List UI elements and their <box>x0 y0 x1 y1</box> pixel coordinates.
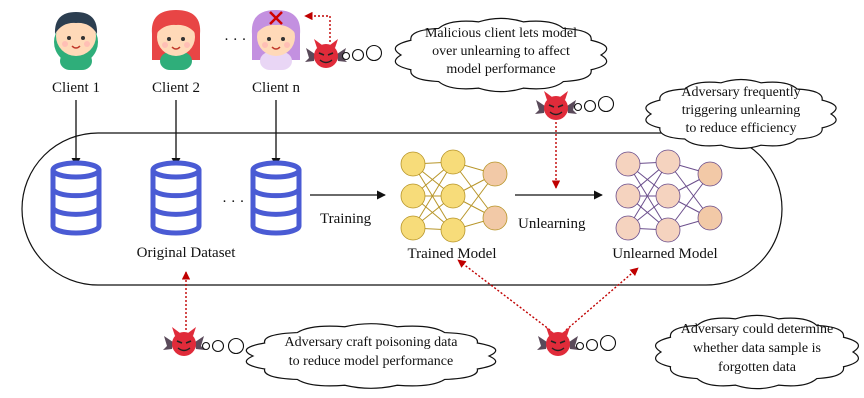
client-n-label: Client n <box>252 80 300 96</box>
dataset-n-database-icon <box>250 160 302 236</box>
original-dataset-label: Original Dataset <box>137 245 237 261</box>
system-boundary <box>21 132 783 286</box>
training-label: Training <box>320 211 372 227</box>
original-datasets <box>50 160 302 236</box>
client-n-compromised-avatar-icon <box>251 10 301 70</box>
svg-text:Adversary craft poisoning data: Adversary craft poisoning data <box>285 335 459 350</box>
svg-text:Adversary could determine: Adversary could determine <box>681 322 833 337</box>
network-node <box>400 183 426 209</box>
compromised-x-icon <box>269 11 283 25</box>
svg-text:to reduce model performance: to reduce model performance <box>289 354 453 369</box>
membership-thought-tail <box>575 334 617 352</box>
datasets-ellipsis: · · · <box>222 194 245 210</box>
poisoning-thought-tail <box>201 337 245 355</box>
svg-text:model performance: model performance <box>446 62 555 77</box>
frequent-unlearning-thought-bubble <box>645 78 837 150</box>
network-node <box>482 205 508 231</box>
svg-text:to reduce efficiency: to reduce efficiency <box>686 121 797 136</box>
svg-text:forgotten data: forgotten data <box>718 360 797 375</box>
malicious-client-thought-text: Malicious client lets model over unlearn… <box>425 26 577 77</box>
dataset-1-database-icon <box>50 160 102 236</box>
network-node <box>697 205 723 231</box>
unlearning-label: Unlearning <box>518 216 586 232</box>
network-node <box>655 217 681 243</box>
svg-text:over unlearning to affect: over unlearning to affect <box>432 44 570 59</box>
frequent-unlearning-thought-tail <box>573 95 615 113</box>
network-node <box>440 149 466 175</box>
client-1-label: Client 1 <box>52 80 100 96</box>
unlearned-model-label: Unlearned Model <box>612 246 717 262</box>
svg-text:triggering unlearning: triggering unlearning <box>682 103 801 118</box>
network-node <box>655 183 681 209</box>
network-node <box>400 151 426 177</box>
over-unlearning-attack-arrow <box>304 11 331 42</box>
network-node <box>615 215 641 241</box>
membership-devil-icon <box>537 327 579 356</box>
network-node <box>655 149 681 175</box>
network-node <box>615 183 641 209</box>
dataset-2-database-icon <box>150 160 202 236</box>
client-2-avatar-icon <box>151 10 201 70</box>
poisoning-devil-icon <box>163 327 205 356</box>
malicious-client-thought-bubble <box>394 17 608 93</box>
client-1-avatar-icon <box>54 12 98 70</box>
membership-thought-text: Adversary could determine whether data s… <box>681 322 833 375</box>
malicious-client-devil-icon <box>305 39 347 68</box>
poisoning-thought-bubble <box>245 323 497 389</box>
clients-ellipsis: · · · <box>224 32 247 48</box>
svg-text:whether data sample is: whether data sample is <box>693 341 821 356</box>
network-node <box>615 151 641 177</box>
network-node <box>440 217 466 243</box>
frequent-unlearning-devil-icon <box>535 91 577 120</box>
network-node <box>400 215 426 241</box>
poisoning-thought-text: Adversary craft poisoning data to reduce… <box>285 335 459 369</box>
network-node <box>697 161 723 187</box>
network-node <box>440 183 466 209</box>
frequent-unlearning-thought-text: Adversary frequently triggering unlearni… <box>681 85 800 136</box>
membership-attack-arrow-unlearned <box>565 267 639 331</box>
membership-thought-bubble <box>654 314 860 390</box>
malicious-client-thought-tail <box>341 44 383 62</box>
membership-attack-arrow-trained <box>457 259 551 331</box>
client-2-label: Client 2 <box>152 80 200 96</box>
network-node <box>482 161 508 187</box>
unlearned-model-neural-network-icon <box>615 149 723 243</box>
svg-text:Malicious client lets model: Malicious client lets model <box>425 26 577 41</box>
trained-model-neural-network-icon <box>400 149 508 243</box>
svg-text:Adversary frequently: Adversary frequently <box>681 85 800 100</box>
trained-model-label: Trained Model <box>407 246 496 262</box>
